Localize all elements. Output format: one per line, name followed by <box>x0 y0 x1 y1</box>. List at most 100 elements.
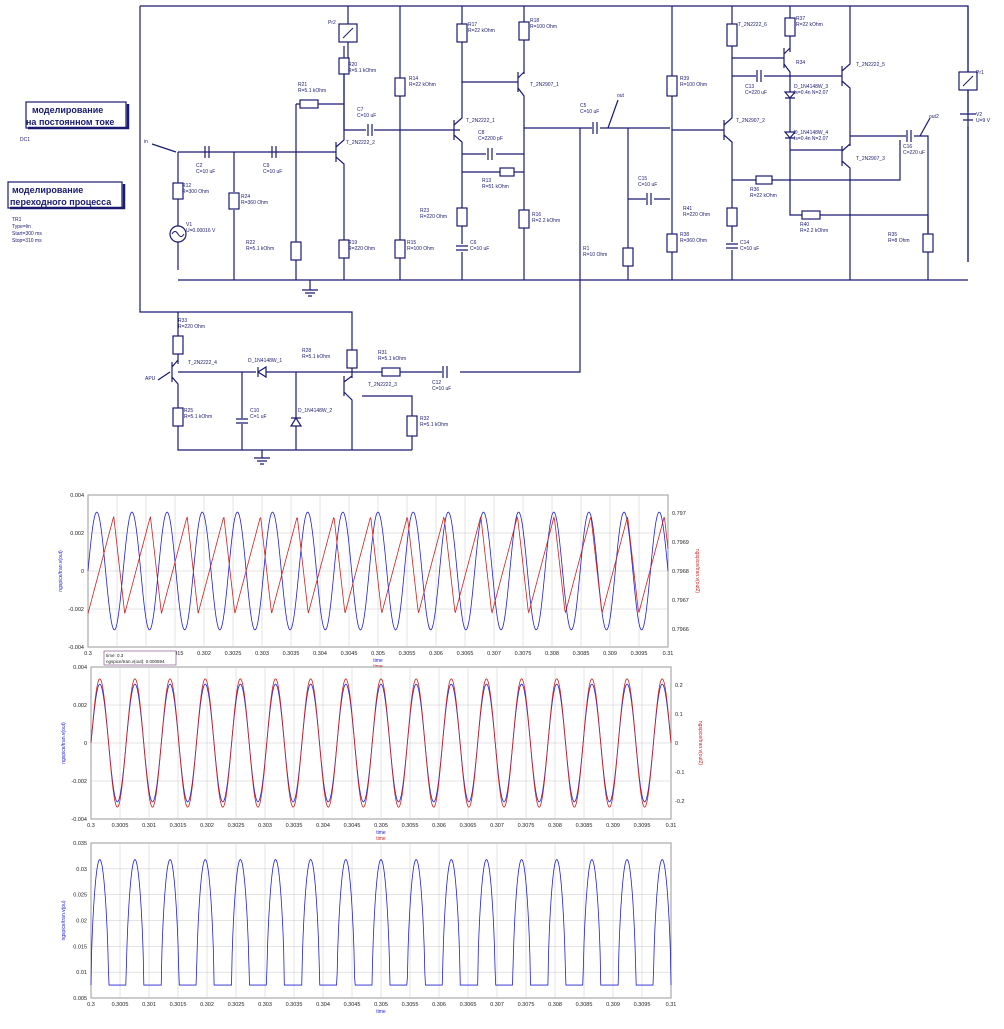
label-C6: C6 <box>470 240 477 246</box>
capacitor-C16[interactable] <box>906 130 912 142</box>
resistor-R25[interactable] <box>172 407 184 427</box>
capacitor-C13[interactable] <box>756 70 762 82</box>
resistor-R37[interactable] <box>726 23 738 47</box>
resistor-R18[interactable] <box>518 21 530 41</box>
label-R41: R41 <box>683 206 692 212</box>
x-tick-label: 0.306 <box>432 823 446 829</box>
resistor-R16[interactable] <box>518 209 530 229</box>
label-R35: R35 <box>888 232 897 238</box>
value-R33: R=220 Ohm <box>178 324 205 330</box>
value-C2: C=10 uF <box>196 169 215 175</box>
y2-tick-label: 0.7967 <box>672 598 689 604</box>
y-tick-label: 0.025 <box>73 893 87 899</box>
capacitor-C14[interactable] <box>726 243 738 249</box>
y2-tick-label: -0.2 <box>675 799 684 805</box>
resistor-R21[interactable] <box>299 99 319 109</box>
resistor-R15[interactable] <box>394 239 406 259</box>
resistor-R14[interactable] <box>394 77 406 97</box>
x-tick-label: 0.3035 <box>286 823 303 829</box>
x-tick-label: 0.3095 <box>631 651 648 657</box>
value-R32: R=5.1 kOhm <box>420 422 448 428</box>
y-tick-label: 0.002 <box>70 531 84 537</box>
x-tick-label: 0.308 <box>548 823 562 829</box>
resistor-R13[interactable] <box>499 167 515 177</box>
capacitor-C8[interactable] <box>487 148 493 160</box>
resistor-R35[interactable] <box>922 233 934 253</box>
value-R20: R=5.1 kOhm <box>348 68 376 74</box>
resistor-R-emitter6[interactable] <box>726 207 738 227</box>
capacitor-C2[interactable] <box>204 146 210 158</box>
x-tick-label: 0.307 <box>487 651 501 657</box>
diode-D_1N4148W_4[interactable] <box>783 131 797 139</box>
x-tick-label: 0.304 <box>313 651 327 657</box>
resistor-R12[interactable] <box>172 182 184 200</box>
label-R18: R18 <box>530 18 539 24</box>
x-tick-label: 0.305 <box>374 823 388 829</box>
label-R25: R25 <box>184 408 193 414</box>
capacitor-C6[interactable] <box>456 245 468 251</box>
x-tick-label: 0.307 <box>490 1002 504 1008</box>
marker-box[interactable] <box>103 650 177 666</box>
x-tick-label: 0.3 <box>84 651 92 657</box>
capacitor-C12[interactable] <box>442 366 448 378</box>
value-V1: U=0.00016 V <box>186 228 216 234</box>
resistor-R40[interactable] <box>801 210 821 220</box>
diode-D_1N4148W_3[interactable] <box>783 91 797 99</box>
value-R16: R=2.2 kOhm <box>532 218 560 224</box>
y-tick-label: 0 <box>81 569 84 575</box>
capacitor-C9[interactable] <box>271 146 277 158</box>
schematic-canvas[interactable]: моделирование на постоянном токе DC1 мод… <box>7 5 991 465</box>
resistor-R19[interactable] <box>338 239 350 259</box>
value-R38: R=360 Ohm <box>680 238 707 244</box>
plot-1-out-vs-out2[interactable]: 0.30.30050.3010.30150.3020.30250.3030.30… <box>58 493 700 670</box>
label-R13: R13 <box>482 178 491 184</box>
resistor-R-load[interactable] <box>622 247 634 267</box>
battery-V2[interactable] <box>960 113 976 121</box>
label-D_1N4148W_1: D_1N4148W_1 <box>248 358 282 364</box>
resistor-R38[interactable] <box>666 233 678 253</box>
label-Pr1: Pr1 <box>976 70 984 76</box>
resistor-R17[interactable] <box>456 23 468 43</box>
resistor-R36[interactable] <box>755 175 773 185</box>
y-tick-label: 0.004 <box>70 493 84 499</box>
y2-axis-label: ngspice/tran.v(out2) <box>697 721 703 766</box>
label-T_2N2222_6: T_2N2907_2 <box>736 118 765 124</box>
value-V2: U=9 V <box>976 118 991 124</box>
diode-D_1N4148W_1[interactable] <box>256 365 267 379</box>
resistor-R22[interactable] <box>290 241 302 261</box>
x-tick-label: 0.307 <box>490 823 504 829</box>
capacitor-C10[interactable] <box>236 418 248 424</box>
dc-simulation-block[interactable]: моделирование на постоянном токе <box>25 101 130 130</box>
resistor-R32[interactable] <box>406 415 418 437</box>
label-R15: R15 <box>407 240 416 246</box>
value-R34: R=22 kOhm <box>796 22 823 28</box>
tr-title-line2: переходного процесса <box>10 197 112 207</box>
transient-simulation-block[interactable]: моделирование переходного процесса <box>7 181 126 210</box>
tr-sim-stop: Stop=310 ms <box>12 238 42 244</box>
resistor-R23[interactable] <box>456 207 468 227</box>
capacitor-C7[interactable] <box>367 124 373 136</box>
value-D_1N4148W_3: Is=0.4n N=2.07 <box>794 90 828 96</box>
capacitor-C15[interactable] <box>646 193 652 205</box>
y-axis-label: ngspice/tran.v(out) <box>61 722 67 764</box>
resistor-R28[interactable] <box>346 349 358 369</box>
capacitor-C5[interactable] <box>592 122 598 134</box>
label-R39: R39 <box>680 76 689 82</box>
resistor-R24[interactable] <box>228 192 240 210</box>
label-T_2N2907_1: T_2N2907_1 <box>530 82 559 88</box>
x-tick-label: 0.3055 <box>399 651 416 657</box>
resistor-R31[interactable] <box>381 367 401 377</box>
series-line <box>90 683 672 803</box>
x-tick-label: 0.31 <box>666 1002 677 1008</box>
x-tick-label: 0.31 <box>663 651 674 657</box>
resistor-R34[interactable] <box>784 17 796 37</box>
resistor-R39[interactable] <box>666 75 678 97</box>
y-tick-label: 0.004 <box>73 665 87 671</box>
y-tick-label: 0.035 <box>73 841 87 847</box>
y-axis-label: ngspice/tran.v(pu) <box>61 900 67 940</box>
resistor-R33[interactable] <box>172 335 184 355</box>
label-C16: C16 <box>903 144 912 150</box>
diode-D_1N4148W_2[interactable] <box>289 416 303 427</box>
